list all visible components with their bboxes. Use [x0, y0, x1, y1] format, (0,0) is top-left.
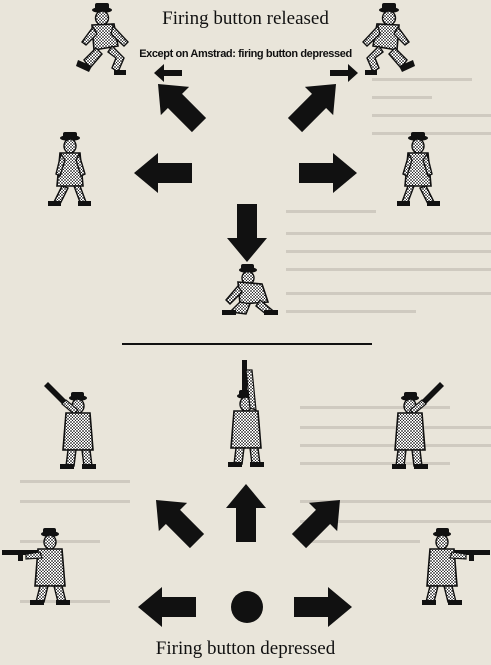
fire-up-left-figure	[44, 382, 96, 469]
down-arrow	[227, 204, 267, 262]
fire-right-figure	[422, 528, 490, 605]
fire-up-figure	[228, 360, 264, 467]
amstrad-right-hook-arrow	[330, 64, 358, 82]
amstrad-note: Except on Amstrad: firing button depress…	[0, 48, 491, 60]
up-left-arrow	[144, 70, 213, 139]
fire-up-left-arrow	[142, 486, 211, 555]
walk-left-figure	[48, 132, 91, 206]
top-caption: Firing button released	[0, 8, 491, 30]
right-arrow	[299, 153, 357, 193]
bottom-caption: Firing button depressed	[0, 638, 491, 660]
up-right-arrow	[281, 70, 350, 139]
center-dot	[231, 591, 263, 623]
fire-left-figure	[2, 528, 70, 605]
amstrad-left-hook-arrow	[154, 64, 182, 82]
fire-left-arrow	[138, 587, 196, 627]
fire-right-arrow	[294, 587, 352, 627]
fire-up-right-figure	[392, 382, 444, 469]
walk-right-figure	[397, 132, 440, 206]
left-arrow	[134, 153, 192, 193]
crouch-figure	[222, 264, 278, 315]
depressed-section	[2, 360, 490, 627]
fire-up-arrow	[226, 484, 266, 542]
